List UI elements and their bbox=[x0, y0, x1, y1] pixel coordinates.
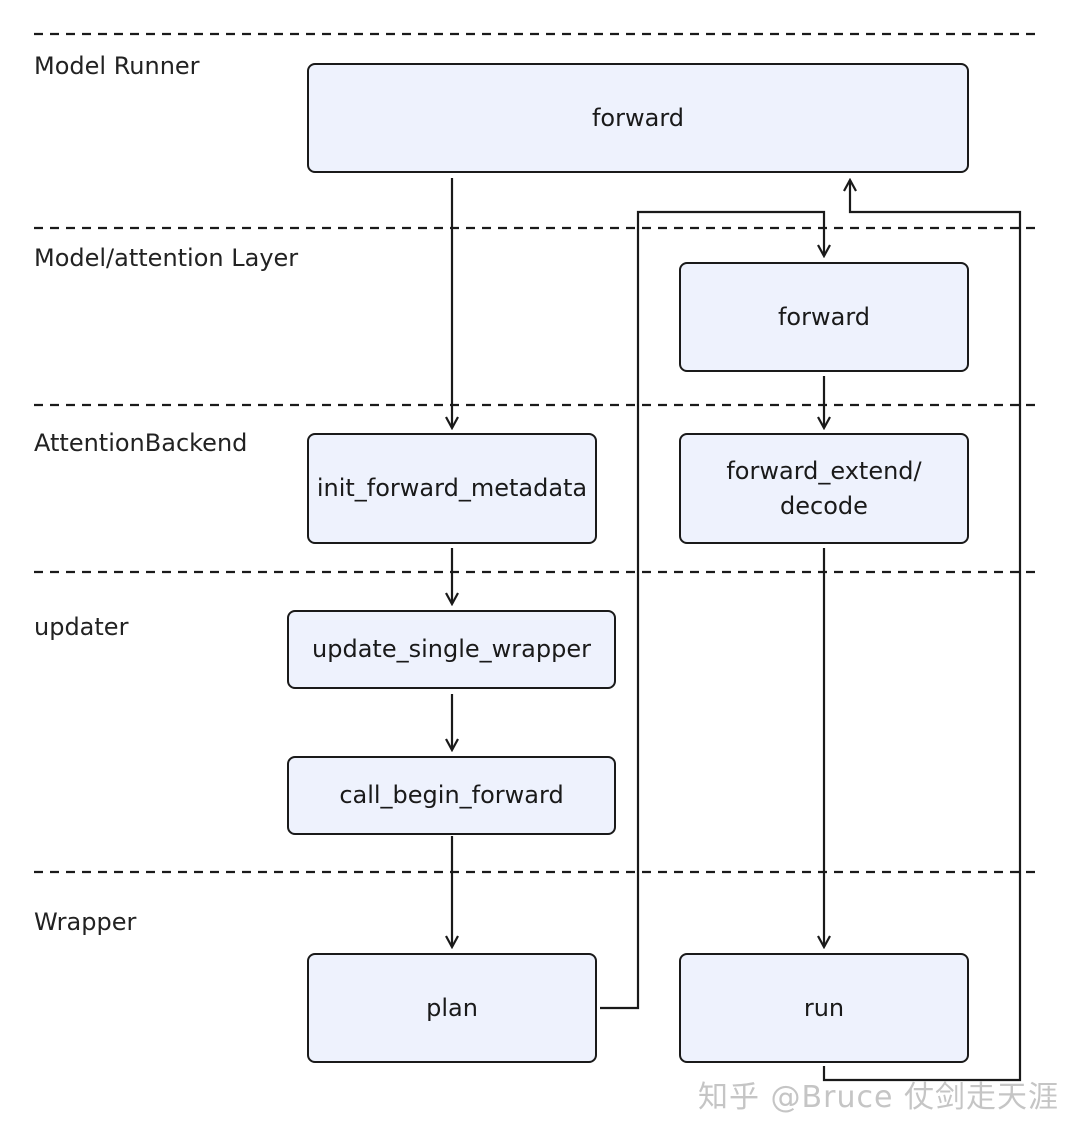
node-update-single-wrapper: update_single_wrapper bbox=[287, 610, 616, 689]
node-call-begin-forward-label: call_begin_forward bbox=[339, 781, 564, 810]
arrow-plan-to-layer-forward bbox=[600, 210, 824, 1010]
node-layer-forward: forward bbox=[679, 262, 969, 372]
node-forward-extend-decode-label-line2: decode bbox=[780, 491, 868, 520]
node-runner-forward-label: forward bbox=[591, 103, 684, 132]
node-runner-forward: forward bbox=[307, 63, 969, 173]
node-run-label: run bbox=[803, 993, 845, 1022]
node-call-begin-forward: call_begin_forward bbox=[287, 756, 616, 835]
layer-separators bbox=[34, 32, 1042, 874]
arrow-run-to-runner-forward bbox=[822, 180, 1022, 1082]
layer-label-model-attention-layer: Model/attention Layer bbox=[34, 244, 299, 272]
layer-label-model-runner: Model Runner bbox=[34, 52, 200, 80]
node-forward-extend-decode: forward_extend/ decode bbox=[679, 433, 969, 544]
watermark-text: 知乎 @Bruce 仗剑走天涯 bbox=[698, 1080, 1059, 1115]
layer-label-attention-backend: AttentionBackend bbox=[34, 429, 248, 457]
node-run: run bbox=[679, 953, 969, 1063]
layer-label-updater: updater bbox=[34, 613, 129, 641]
node-layer-forward-label: forward bbox=[777, 302, 870, 331]
layer-label-wrapper: Wrapper bbox=[34, 908, 137, 936]
node-update-single-wrapper-label: update_single_wrapper bbox=[312, 635, 591, 664]
node-plan: plan bbox=[307, 953, 597, 1063]
node-forward-extend-decode-label-line1: forward_extend/ bbox=[726, 456, 922, 485]
node-plan-label: plan bbox=[426, 993, 478, 1022]
node-init-forward-metadata-label: init_forward_metadata bbox=[316, 474, 588, 503]
node-init-forward-metadata: init_forward_metadata bbox=[307, 433, 597, 544]
